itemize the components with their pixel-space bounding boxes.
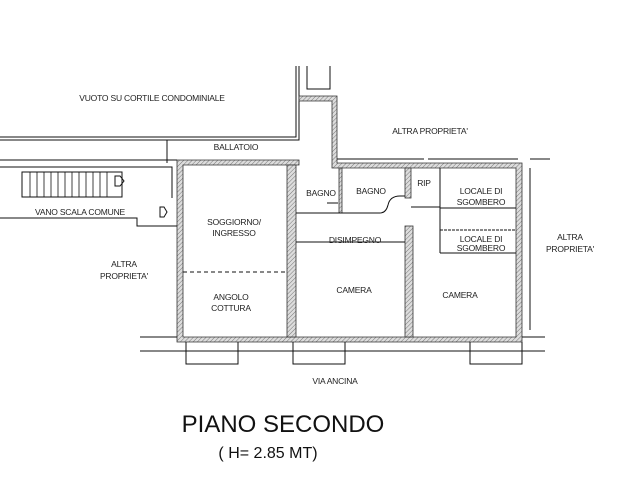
neighbour-label-right: ALTRA (557, 232, 583, 242)
room-label-angolo: ANGOLO (213, 292, 249, 302)
room-label-rip: RIP (417, 178, 431, 188)
room-label-ingresso: INGRESSO (212, 228, 256, 238)
arrow-icon (114, 175, 125, 187)
neighbour-label-left-b: PROPRIETA' (100, 271, 149, 281)
room-label-locale-1: LOCALE DI (460, 186, 503, 196)
neighbour-label-left: ALTRA (111, 259, 137, 269)
neighbour-label-right-b: PROPRIETA' (546, 244, 595, 254)
room-label-locale-2: LOCALE DI (460, 234, 503, 244)
courtyard-label: VUOTO SU CORTILE CONDOMINIALE (79, 93, 225, 103)
room-label-cottura: COTTURA (211, 303, 251, 313)
room-label-locale-1b: SGOMBERO (457, 197, 506, 207)
room-label-locale-2b: SGOMBERO (457, 243, 506, 253)
room-label-camera-2: CAMERA (442, 290, 478, 300)
walls (176, 95, 523, 343)
stair-hall-label: VANO SCALA COMUNE (35, 207, 125, 217)
neighbour-label-top: ALTRA PROPRIETA' (392, 126, 468, 136)
stair-hall (0, 166, 177, 227)
room-label-bagno-1: BAGNO (306, 188, 336, 198)
room-label-disimpegno: DISIMPEGNO (329, 235, 382, 245)
arrow-icon (159, 206, 168, 218)
room-label-bagno-2: BAGNO (356, 186, 386, 196)
plan-title: PIANO SECONDO (182, 411, 385, 438)
room-label-camera-1: CAMERA (336, 285, 372, 295)
boundary-lines (0, 158, 550, 352)
ballatoio-label: BALLATOIO (214, 142, 259, 152)
courtyard-outline (0, 66, 331, 163)
room-label-soggiorno: SOGGIORNO/ (207, 217, 262, 227)
balconies (185, 342, 523, 365)
plan-subtitle: ( H= 2.85 MT) (218, 445, 317, 462)
street-label: VIA ANCINA (312, 376, 358, 386)
